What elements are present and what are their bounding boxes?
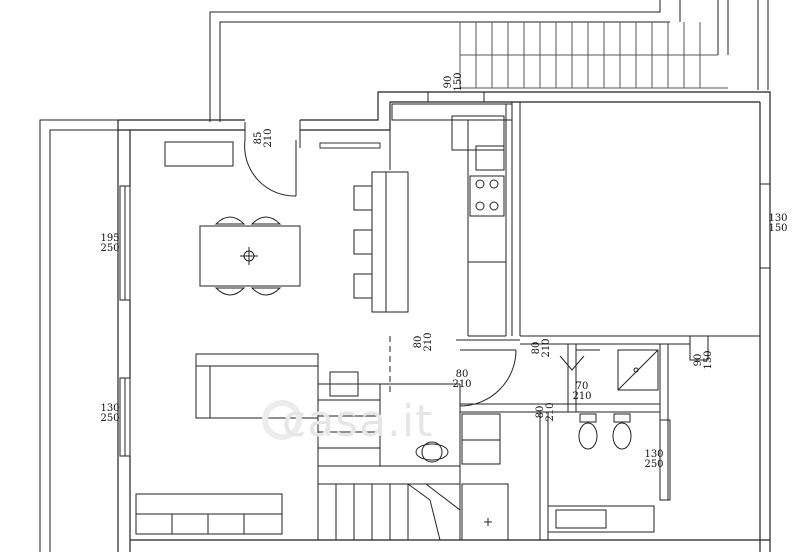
bench <box>135 493 283 535</box>
bath-door <box>559 349 600 371</box>
terrace-left <box>39 119 118 552</box>
toilet <box>578 413 598 450</box>
kitchen-counter <box>391 103 513 337</box>
kitchen-island <box>353 171 409 313</box>
bathtub <box>547 505 655 533</box>
window-bath-frame <box>659 419 671 501</box>
hall-cabinet <box>461 413 509 541</box>
window-left-bottom-frame <box>119 377 131 457</box>
window-kitchen-frame <box>427 91 485 103</box>
outer-walls <box>117 91 771 552</box>
window-right-low-frame <box>689 335 709 361</box>
interior-walls <box>389 102 760 540</box>
window-left-top-frame <box>119 185 131 301</box>
stair-top <box>459 22 728 89</box>
terrace-top <box>209 0 769 122</box>
watermark-icon <box>262 400 302 440</box>
watermark: casa.it <box>282 396 434 447</box>
sofa <box>195 353 319 419</box>
shower <box>617 349 659 391</box>
cabinet <box>164 141 234 167</box>
person-figure <box>415 441 449 463</box>
dining-table <box>199 216 301 296</box>
bidet <box>612 413 632 450</box>
hall-door <box>456 339 520 407</box>
window-bedroom-frame <box>759 183 771 269</box>
radiator <box>319 142 381 149</box>
entry-door <box>244 120 301 197</box>
stair-lower <box>317 383 461 541</box>
